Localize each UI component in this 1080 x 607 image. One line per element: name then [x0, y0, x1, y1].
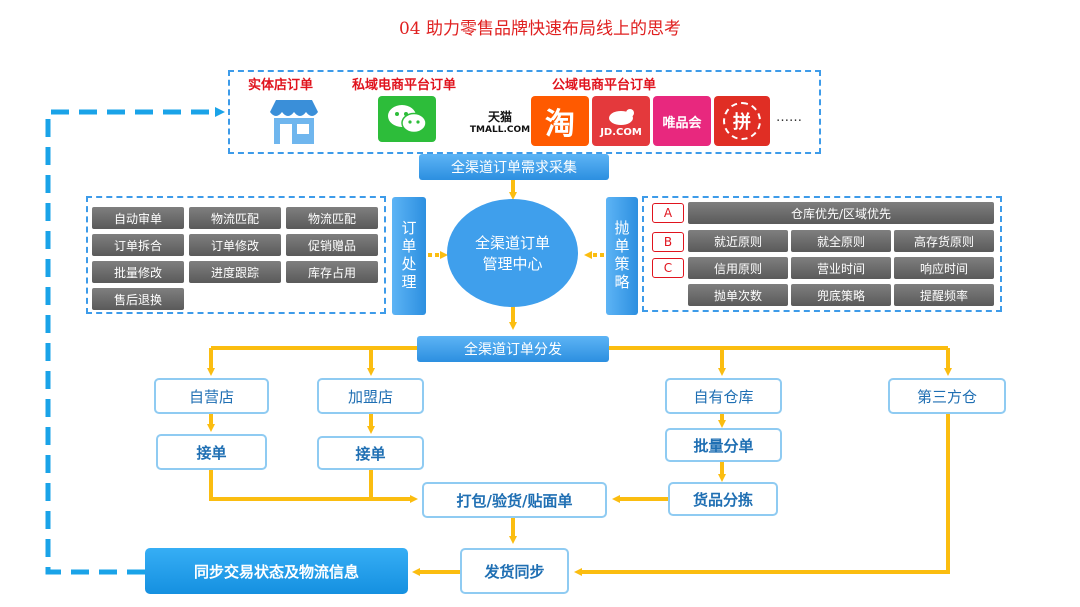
- priority-rule-bar: 仓库优先/区域优先: [688, 202, 994, 224]
- goods-picking-node: 货品分拣: [668, 482, 778, 516]
- process-item: 订单拆合: [92, 234, 184, 256]
- process-item: 物流匹配: [286, 207, 378, 229]
- process-item: 售后退换: [92, 288, 184, 310]
- own-warehouse-node: 自有仓库: [665, 378, 782, 414]
- pdd-logo-text: 拼: [723, 102, 761, 140]
- shipment-sync-node: 发货同步: [460, 548, 569, 594]
- public-ecommerce-label: 公域电商平台订单: [552, 78, 657, 93]
- tmall-logo-domain: TMALL.COM: [469, 124, 531, 135]
- process-item: 物流匹配: [189, 207, 281, 229]
- own-store-node: 自营店: [154, 378, 269, 414]
- process-item: 进度跟踪: [189, 261, 281, 283]
- pack-inspect-label-node: 打包/验货/贴面单: [422, 482, 607, 518]
- process-item: 促销赠品: [286, 234, 378, 256]
- order-sources-box: [228, 70, 821, 154]
- process-item: 批量修改: [92, 261, 184, 283]
- wechat-icon: [378, 96, 436, 142]
- tmall-logo-text: 天猫: [487, 109, 512, 124]
- private-ecommerce-label: 私域电商平台订单: [352, 78, 457, 93]
- process-item: 自动审单: [92, 207, 184, 229]
- order-processing-panel: [86, 196, 386, 314]
- strategy-rule: 就全原则: [791, 230, 891, 252]
- taobao-logo: 淘: [531, 96, 589, 146]
- accept-order-node-1: 接单: [156, 434, 267, 470]
- store-orders-label: 实体店订单: [248, 78, 314, 93]
- pdd-logo: 拼: [714, 96, 770, 146]
- jd-logo-text: JD.COM: [600, 126, 642, 138]
- page-title: 04 助力零售品牌快速布局线上的思考: [398, 19, 682, 39]
- order-processing-label: 订单处理: [392, 197, 426, 315]
- strategy-rule: 信用原则: [688, 257, 788, 279]
- batch-split-node: 批量分单: [665, 428, 782, 462]
- more-platforms-ellipsis: ……: [776, 110, 802, 125]
- strategy-rule: 提醒频率: [894, 284, 994, 306]
- sync-status-logistics-node: 同步交易状态及物流信息: [145, 548, 408, 594]
- process-item: 库存占用: [286, 261, 378, 283]
- vip-logo: 唯品会: [653, 96, 711, 146]
- center-line1: 全渠道订单: [474, 234, 550, 252]
- strategy-rule: 兜底策略: [791, 284, 891, 306]
- accept-order-node-2: 接单: [317, 436, 424, 470]
- third-party-warehouse-node: 第三方仓: [888, 378, 1006, 414]
- store-icon: [270, 100, 318, 144]
- strategy-letter: A: [652, 203, 684, 223]
- jd-logo: JD.COM: [592, 96, 650, 146]
- strategy-rule: 响应时间: [894, 257, 994, 279]
- strategy-rule: 高存货原则: [894, 230, 994, 252]
- strategy-rule: 就近原则: [688, 230, 788, 252]
- strategy-letter: C: [652, 258, 684, 278]
- order-collection-bar: 全渠道订单需求采集: [419, 154, 609, 180]
- order-distribution-bar: 全渠道订单分发: [417, 336, 609, 362]
- order-management-center: 全渠道订单 管理中心: [447, 199, 578, 307]
- strategy-letter: B: [652, 232, 684, 252]
- strategy-rule: 营业时间: [791, 257, 891, 279]
- process-item: 订单修改: [189, 234, 281, 256]
- tmall-logo: 天猫 TMALL.COM: [469, 98, 531, 144]
- center-line2: 管理中心: [482, 255, 543, 273]
- strategy-rule: 抛单次数: [688, 284, 788, 306]
- franchise-store-node: 加盟店: [317, 378, 424, 414]
- jd-dog-icon: [609, 108, 634, 125]
- dispatch-strategy-panel: [642, 196, 1002, 312]
- dispatch-strategy-label: 抛单策略: [606, 197, 638, 315]
